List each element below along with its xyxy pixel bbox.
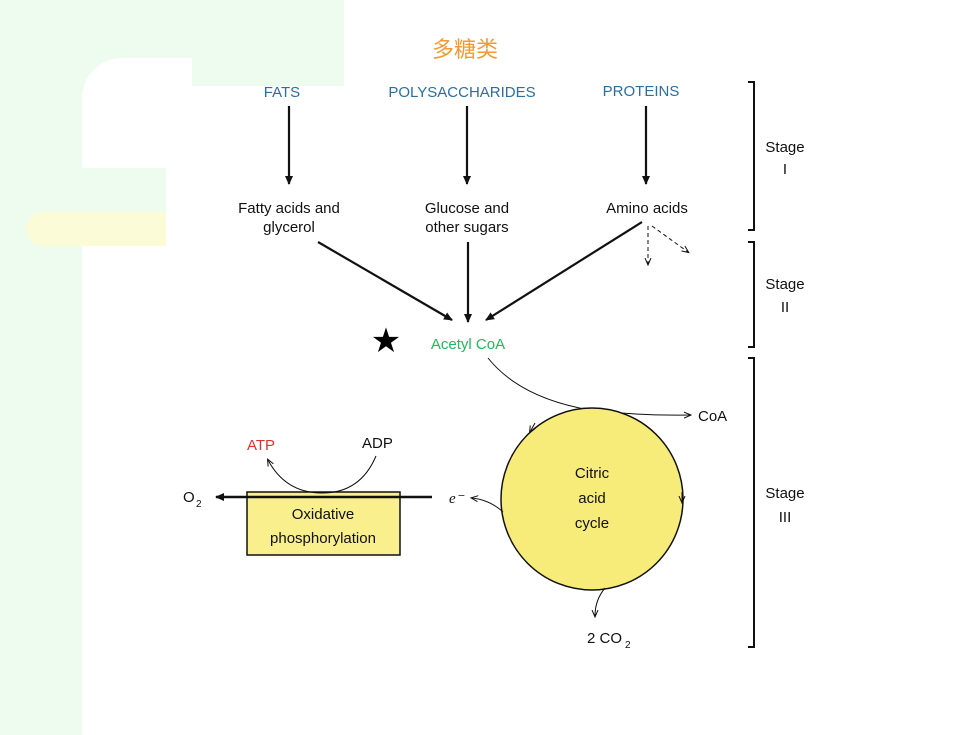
decorative-pill [26,212,166,246]
atp-label: ATP [247,437,275,454]
stage-1-bracket [748,81,755,231]
glucose-line1: Glucose and [425,200,509,217]
amino-acids-label: Amino acids [606,200,688,217]
cycle-to-electron-arrow [472,498,504,513]
fatty-acids-line1: Fatty acids and [238,200,340,217]
co2-arrow [595,587,606,616]
cycle-label-line1: Citric [575,465,610,482]
cycle-direction-arrow-left [530,422,535,432]
amino-dashed-arrow-right [651,225,688,252]
amino-to-acetyl-arrow [485,221,643,321]
content-panel-corner [82,58,192,168]
stage-3-line1: Stage [765,485,804,502]
coa-label: CoA [698,408,727,425]
stage-1-line1: Stage [765,139,804,156]
fats-label: FATS [264,84,300,101]
cycle-label-line3: cycle [575,515,609,532]
stage-3-line2: III [779,509,792,526]
stage-1-line2: I [783,161,787,178]
oxygen-label: O [183,489,195,506]
oxphos-line1: Oxidative [292,506,355,523]
stage-2-bracket [748,241,755,348]
acetyl-coa-label: Acetyl CoA [431,336,505,353]
slide-title: 多糖类 [431,38,498,63]
fatty-acids-line2: glycerol [263,219,315,236]
star-icon: ★ [371,321,401,361]
proteins-label: PROTEINS [603,83,680,100]
left-background-strip [0,0,82,735]
electron-label: e⁻ [449,491,465,507]
adp-to-atp-arrow [268,455,377,494]
stage-2-line1: Stage [765,276,804,293]
acetyl-to-coa-arrow [487,357,690,415]
oxygen-subscript: 2 [196,499,202,510]
stage-3-bracket [748,357,755,648]
polysaccharides-label: POLYSACCHARIDES [388,84,535,101]
oxphos-line2: phosphorylation [270,530,376,547]
cycle-label-line2: acid [578,490,606,507]
glucose-line2: other sugars [425,219,508,236]
fatty-to-acetyl-arrow [317,241,453,321]
co2-label: 2 CO [587,630,622,647]
oxidative-phosphorylation-box [246,491,401,556]
adp-label: ADP [362,435,393,452]
co2-subscript: 2 [625,640,631,651]
stage-2-line2: II [781,299,789,316]
